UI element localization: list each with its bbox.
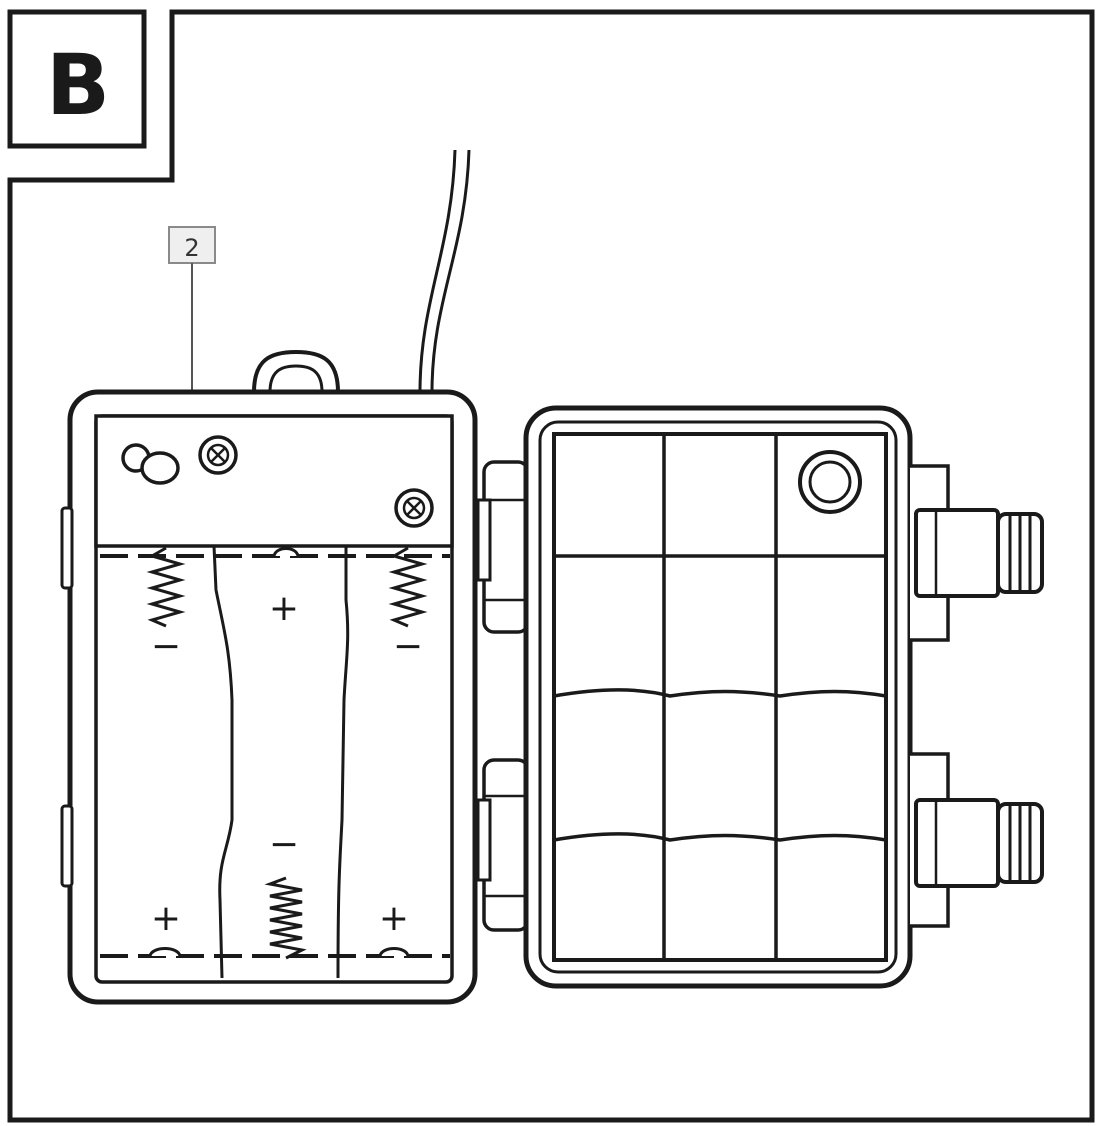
lid-gasket [538, 420, 898, 974]
button-contact-icon [378, 947, 410, 957]
polarity-mark: + [269, 588, 299, 629]
screw-icon [394, 488, 434, 528]
button-contact-icon [272, 547, 300, 557]
slot-divider [212, 545, 234, 979]
lid-body [523, 405, 913, 989]
screw-icon [198, 435, 238, 475]
polarity-mark: − [151, 626, 181, 667]
slot-divider [336, 546, 350, 979]
spring-contact-icon [264, 876, 307, 960]
toggle-switch-icon [121, 443, 180, 485]
polarity-mark: + [151, 898, 181, 939]
latch-clip [914, 508, 1044, 598]
polarity-mark: + [379, 898, 409, 939]
spring-contact-icon [146, 546, 186, 628]
switch-knob-housing [252, 349, 340, 393]
hinge [476, 758, 530, 932]
callout-box [168, 226, 216, 264]
wire-b [430, 149, 471, 393]
lid-grid-frame [552, 432, 888, 962]
hinge [476, 460, 530, 634]
lid-button-icon [798, 450, 862, 514]
spring-contact-icon [388, 546, 428, 628]
callout-number: 2 [184, 234, 199, 262]
polarity-mark: − [269, 824, 299, 865]
panel-letter: B [46, 36, 110, 134]
latch-clip [914, 798, 1044, 888]
polarity-mark: − [393, 626, 423, 667]
figure-frame [7, 9, 1095, 1123]
wire-a [418, 149, 457, 393]
button-contact-icon [148, 947, 182, 957]
panel-letter-box [7, 9, 147, 149]
